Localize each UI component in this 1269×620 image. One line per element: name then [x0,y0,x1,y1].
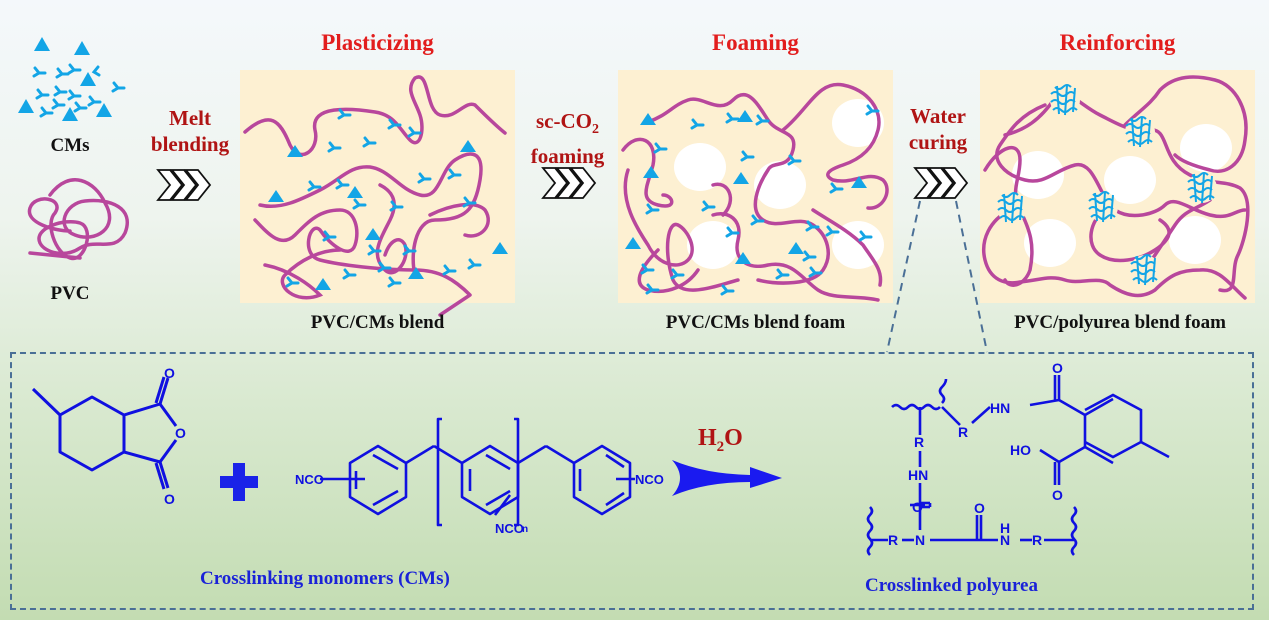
atom-label-o: O [164,365,175,381]
step-water-curing-label: Water curing [893,103,983,155]
cms-particle-cluster [18,37,126,121]
pvc-chain-coil [27,178,129,261]
cm-triangles [18,37,112,121]
stage-caption-plasticizing: PVC/CMs blend [310,312,445,333]
atom-label-n: N [1000,532,1010,548]
crosslinked-polyurea-structure: R HN R HN HO O O O O R N H N R [866,360,1114,556]
atom-label-r: R [914,434,924,450]
atom-label-hn: HN [908,467,928,483]
step-label-line2: foaming [530,144,605,169]
step-melt-blending-label: Melt blending [140,105,240,157]
stage-panel-foaming [618,70,893,303]
polyurea-domain [1050,84,1080,116]
stage-title-plasticizing: Plasticizing [321,30,434,55]
stage-panel-plasticizing [240,70,515,317]
step-label-line2: blending [150,132,230,156]
pvc-label: PVC [50,283,90,304]
step-sc-co2-foaming-label: sc-CO2 foaming [515,108,620,169]
product-caption: Crosslinked polyurea [865,575,1038,596]
plasticized-blend-illustration [243,75,508,317]
reaction-arrow-icon [672,460,782,496]
foamed-blend-illustration [621,82,889,302]
foam-cells [1012,124,1232,267]
atom-label-o: O [974,500,985,516]
stage-caption-reinforcing: PVC/polyurea blend foam [1014,312,1226,333]
atom-label-r: R [1032,532,1042,548]
polyurea-domain [1088,191,1118,223]
polyurea-domain [1125,116,1155,148]
methylhexahydrophthalic-anhydride-structure: O O O [31,365,186,507]
repeat-unit-n: n [522,524,528,535]
atom-label-r: R [958,424,968,440]
chevron-arrow-icon [156,169,212,201]
chevron-arrow-icon [541,167,597,199]
polyurea-domain [997,192,1027,224]
stage-panel-reinforcing [980,70,1255,303]
reaction-scheme-box [10,352,1254,610]
polymeric-isocyanate-structure: NCO NCO NCO n [295,417,664,536]
reaction-condition-h2o: H2O [698,425,743,455]
polyurea-domain [1187,172,1217,204]
stage-title-foaming: Foaming [712,30,799,55]
cms-label: CMs [50,135,90,156]
reactants-caption: Crosslinking monomers (CMs) [200,568,450,589]
polyurea-domain [1130,254,1160,286]
step-label-line2: curing [908,130,968,154]
atom-label-h: H [1000,520,1010,536]
product-cyclohexane-ring [1084,393,1170,459]
polyurea-domains [997,84,1217,286]
step-label-line1: Melt [169,106,211,130]
stage-caption-foaming: PVC/CMs blend foam [665,312,846,333]
atom-label-o: O [1052,360,1063,376]
stage-title-reinforcing: Reinforcing [1059,30,1176,55]
step-label-line1: sc-CO2 [536,109,599,138]
step-label-line1: Water [910,104,966,128]
atom-label-nco: NCO [495,521,524,536]
atom-label-o: O [1052,487,1063,503]
atom-label-o: O [164,491,175,507]
plus-icon [220,463,258,501]
atom-label-n: N [915,532,925,548]
chevron-arrow-icon [913,167,969,199]
atom-label-o: O [175,425,186,441]
atom-label-hn: HN [990,400,1010,416]
atom-label-nco: NCO [635,472,664,487]
atom-label-nco: NCO [295,472,324,487]
atom-label-o: O [912,499,923,515]
atom-label-r: R [888,532,898,548]
reinforced-foam-illustration [982,75,1250,300]
cm-branched-molecules [32,63,126,118]
atom-label-ho: HO [1010,442,1031,458]
